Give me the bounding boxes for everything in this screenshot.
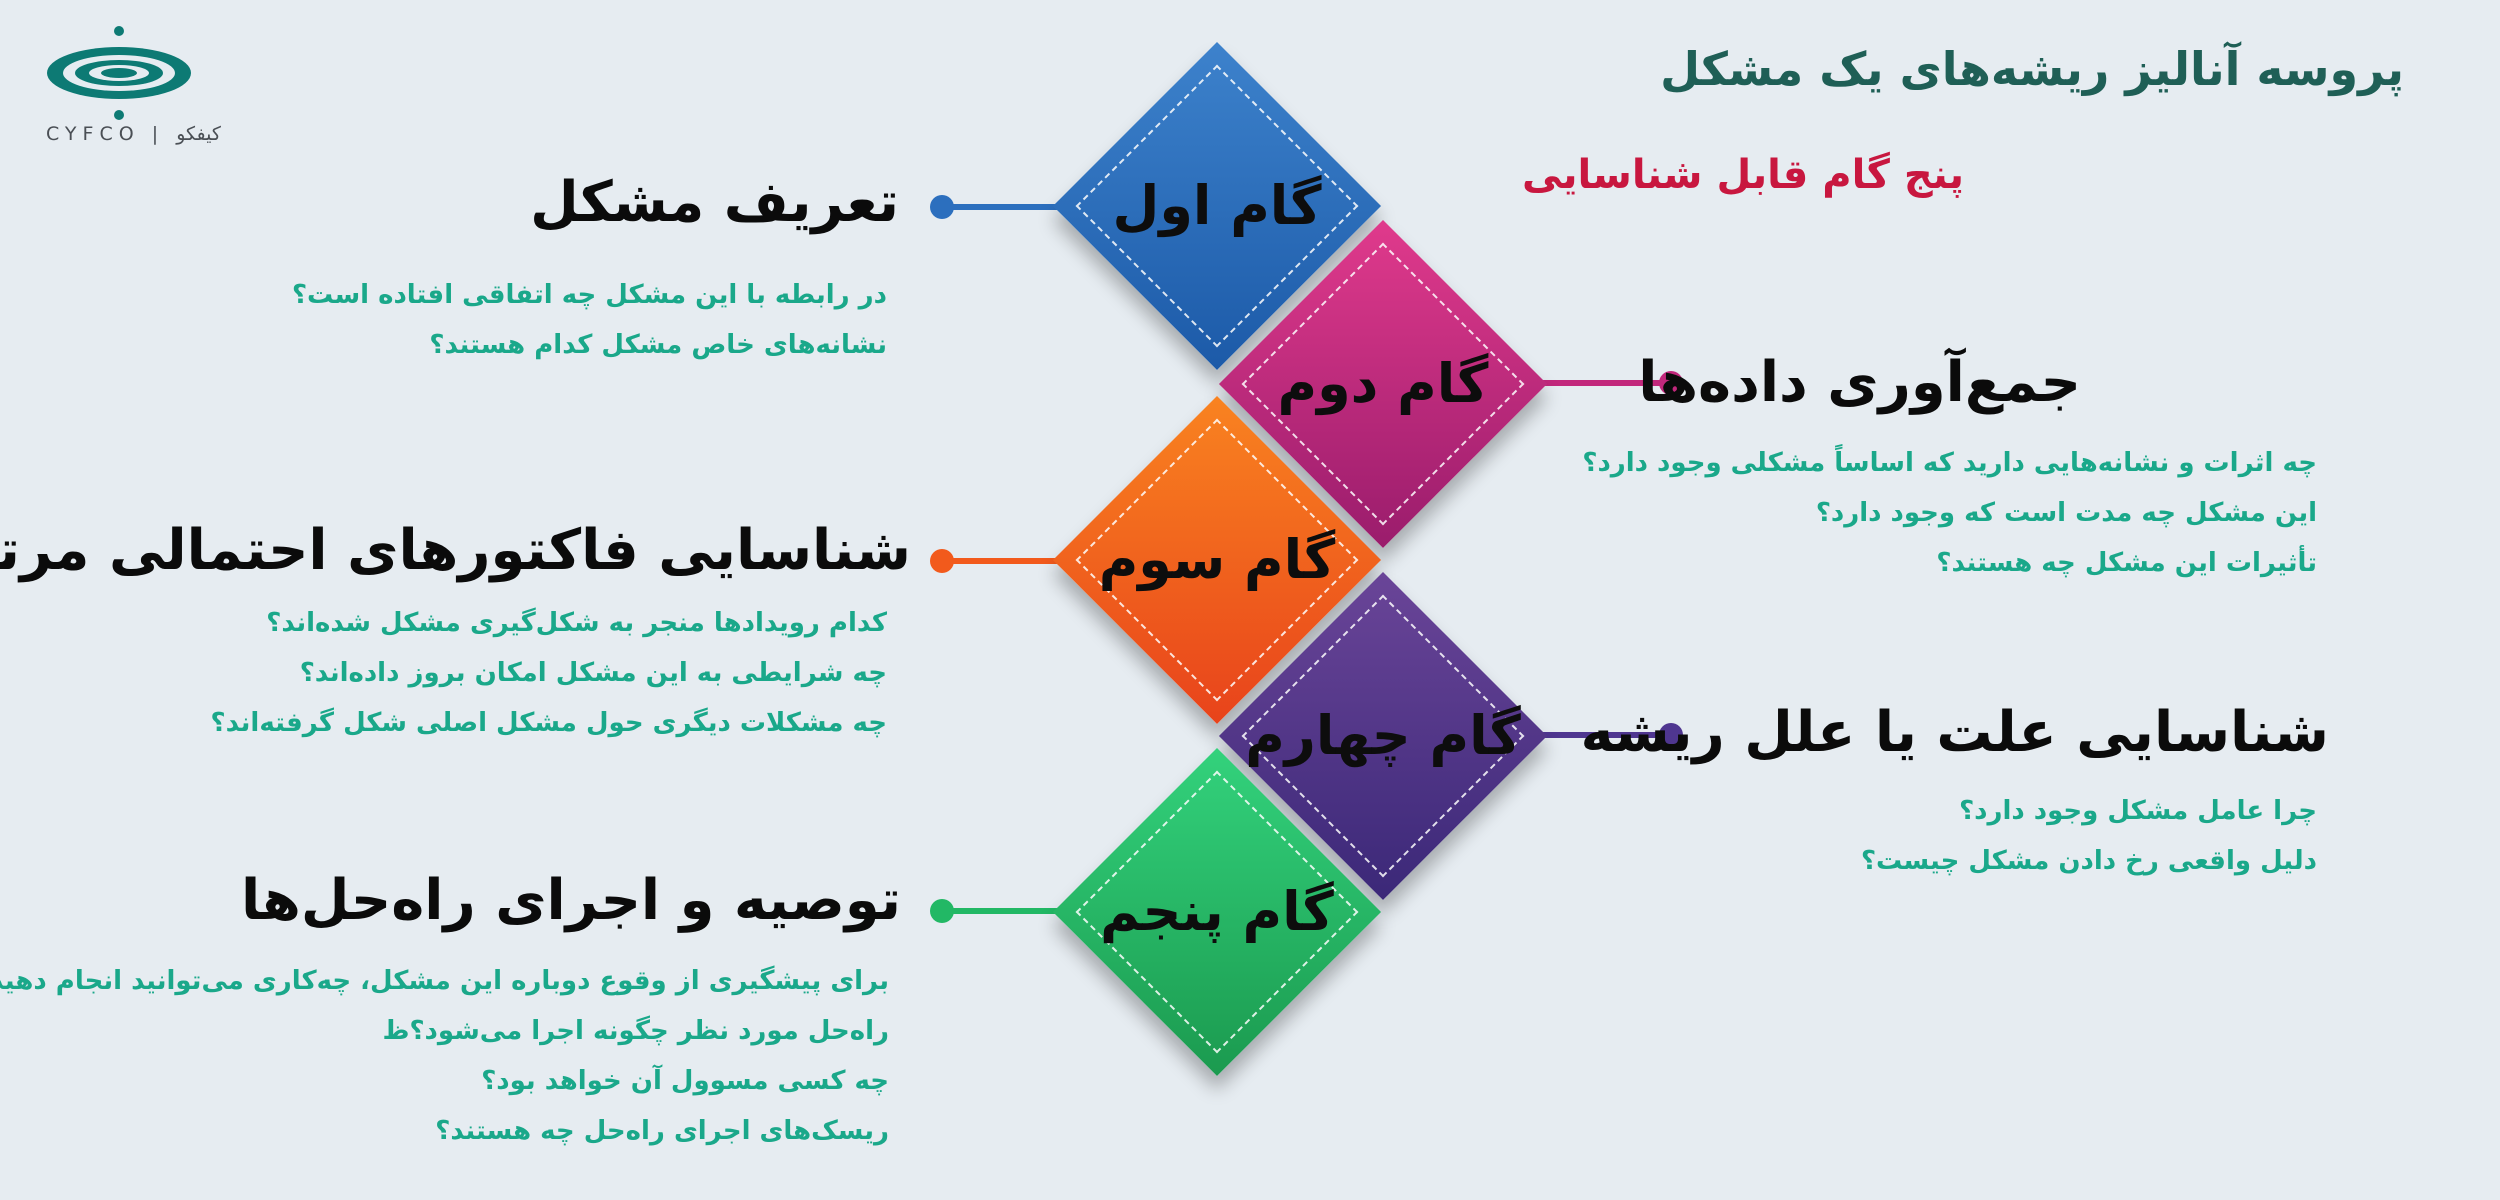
connector-step-3: [943, 558, 1063, 564]
step-5-heading: توصیه و اجرای راه‌حل‌ها: [242, 868, 902, 933]
list-item: ریسک‌های اجرای راه‌حل چه هستند؟: [436, 1116, 890, 1146]
list-item: چه مشکلات دیگری حول مشکل اصلی شکل گرفته‌…: [211, 708, 888, 738]
connector-step-5: [943, 908, 1063, 914]
list-item: نشانه‌های خاص مشکل کدام هستند؟: [430, 330, 888, 360]
step-1-items: در رابطه با این مشکل چه اتفاقی افتاده اس…: [293, 270, 888, 370]
logo-wordmark: CYFCO | کیفکو: [47, 123, 222, 145]
list-item: چرا عامل مشکل وجود دارد؟: [1960, 796, 2318, 826]
page-title: پروسه آنالیز ریشه‌های یک مشکل: [1661, 42, 2405, 96]
step-4-label: گام چهارم: [1246, 704, 1522, 767]
connector-step-1: [943, 204, 1063, 210]
connector-dot-step-4: [1660, 723, 1684, 747]
cyfco-logo: CYFCO | کیفکو: [45, 25, 245, 155]
page-subtitle: پنج گام قابل شناسایی: [1522, 152, 1965, 198]
step-3-heading: شناسایی فاکتورهای احتمالی مرتبط: [0, 518, 912, 583]
list-item: راه‌حل مورد نظر چگونه اجرا می‌شود؟ظ: [383, 1016, 890, 1046]
connector-dot-step-1: [931, 195, 955, 219]
connector-dot-step-2: [1660, 371, 1684, 395]
list-item: در رابطه با این مشکل چه اتفاقی افتاده اس…: [292, 280, 888, 310]
list-item: کدام رویدادها منجر به شکل‌گیری مشکل شده‌…: [267, 608, 888, 638]
step-1-heading: تعریف مشکل: [531, 170, 900, 235]
list-item: چه کسی مسوول آن خواهد بود؟: [482, 1066, 890, 1096]
step-1-label: گام اول: [1113, 174, 1323, 237]
logo-text-persian: کیفکو: [177, 123, 222, 145]
step-3-label: گام سوم: [1099, 528, 1337, 591]
list-item: دلیل واقعی رخ دادن مشکل چیست؟: [1861, 846, 2318, 876]
connector-step-2: [1540, 380, 1670, 386]
connector-dot-step-3: [931, 549, 955, 573]
step-5-label: گام پنجم: [1101, 880, 1335, 943]
list-item: این مشکل چه مدت است که وجود دارد؟: [1816, 498, 2318, 528]
list-item: چه شرایطی به این مشکل امکان بروز داده‌ان…: [300, 658, 888, 688]
step-2-items: چه اثرات و نشانه‌هایی دارید که اساساً مش…: [1583, 438, 2318, 588]
list-item: برای پیشگیری از وقوع دوباره این مشکل، چه…: [0, 966, 890, 996]
cyfco-orbit-icon: [48, 26, 192, 120]
logo-text-latin: CYFCO: [47, 123, 141, 145]
connector-dot-step-5: [931, 899, 955, 923]
step-4-items: چرا عامل مشکل وجود دارد؟ دلیل واقعی رخ د…: [1862, 786, 2318, 886]
connector-step-4: [1540, 732, 1670, 738]
list-item: چه اثرات و نشانه‌هایی دارید که اساساً مش…: [1583, 448, 2318, 478]
step-5-items: برای پیشگیری از وقوع دوباره این مشکل، چه…: [0, 956, 890, 1156]
list-item: تأثیرات این مشکل چه هستند؟: [1937, 548, 2318, 578]
step-3-items: کدام رویدادها منجر به شکل‌گیری مشکل شده‌…: [212, 598, 888, 748]
step-2-heading: جمع‌آوری داده‌ها: [1639, 350, 2082, 415]
step-4-heading: شناسایی علت یا علل ریشه: [1581, 700, 2330, 765]
step-2-label: گام دوم: [1278, 352, 1490, 415]
